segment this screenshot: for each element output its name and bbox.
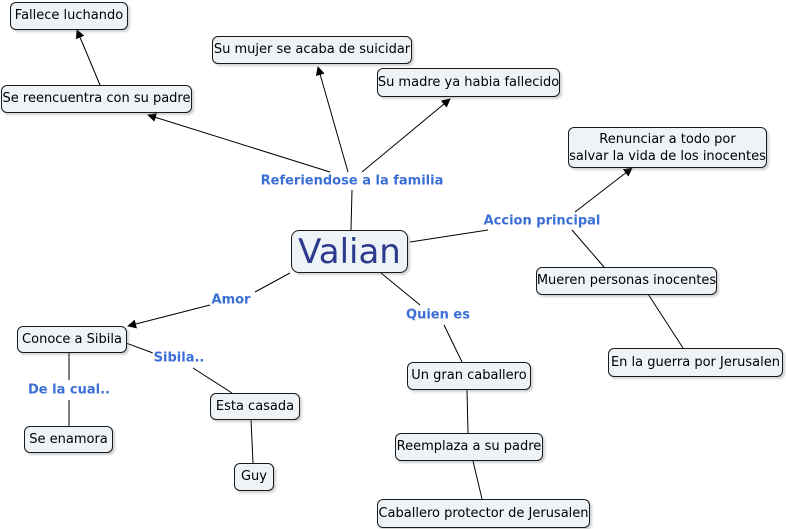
node-fallece-luchando[interactable]: Fallece luchando (10, 2, 128, 30)
connector-caballero-reemplaza (466, 389, 469, 434)
connector-accion-mueren (571, 229, 605, 268)
node-guy[interactable]: Guy (234, 463, 274, 491)
node-un-gran-caballero[interactable]: Un gran caballero (407, 362, 531, 390)
node-mueren-personas[interactable]: Mueren personas inocentes (536, 267, 717, 295)
link-label-de-la-cual: De la cual.. (27, 382, 111, 398)
node-renunciar[interactable]: Renunciar a todo por salvar la vida de l… (568, 127, 767, 168)
link-label-accion-principal: Accion principal (482, 213, 602, 229)
link-label-sibila: Sibila.. (152, 350, 206, 366)
connector-valian-accion (409, 229, 489, 243)
connector-reemplaza-protector (472, 460, 483, 500)
node-renunciar-line1: Renunciar a todo por (599, 131, 736, 147)
connector-valian-quien (380, 272, 421, 306)
node-su-madre[interactable]: Su madre ya habia fallecido (377, 68, 560, 97)
node-en-la-guerra[interactable]: En la guerra por Jerusalen (608, 348, 783, 377)
node-esta-casada[interactable]: Esta casada (210, 393, 300, 420)
node-se-enamora[interactable]: Se enamora (24, 426, 113, 453)
connector-valian-familia (350, 189, 353, 231)
link-label-quien-es: Quien es (405, 307, 471, 323)
node-conoce-sibila[interactable]: Conoce a Sibila (17, 326, 127, 353)
node-su-mujer[interactable]: Su mujer se acaba de suicidar (212, 36, 412, 64)
connector-reencuentra-fallece (75, 29, 101, 86)
node-reemplaza[interactable]: Reemplaza a su padre (395, 433, 543, 461)
connector-valian-amor (254, 272, 291, 293)
connector-mueren-guerra (647, 293, 684, 349)
link-label-familia: Referiendose a la familia (259, 173, 445, 189)
connector-accion-renunciar (574, 167, 633, 213)
node-valian[interactable]: Valian (291, 230, 408, 273)
node-se-reencuentra[interactable]: Se reencuentra con su padre (1, 85, 192, 113)
connector-familia-mujer (315, 66, 349, 173)
connector-casada-guy (250, 418, 254, 464)
connector-sibila-casada (192, 367, 233, 394)
link-label-amor: Amor (210, 292, 252, 308)
connector-amor-sibila (127, 304, 211, 329)
node-renunciar-line2: salvar la vida de los inocentes (569, 148, 766, 164)
connector-quien-caballero (443, 324, 463, 363)
connector-familia-reencuentra (147, 113, 331, 173)
node-caballero-protector[interactable]: Caballero protector de Jerusalen (377, 499, 590, 528)
connector-sibila-label (125, 342, 154, 354)
connector-familia-madre (361, 98, 451, 173)
